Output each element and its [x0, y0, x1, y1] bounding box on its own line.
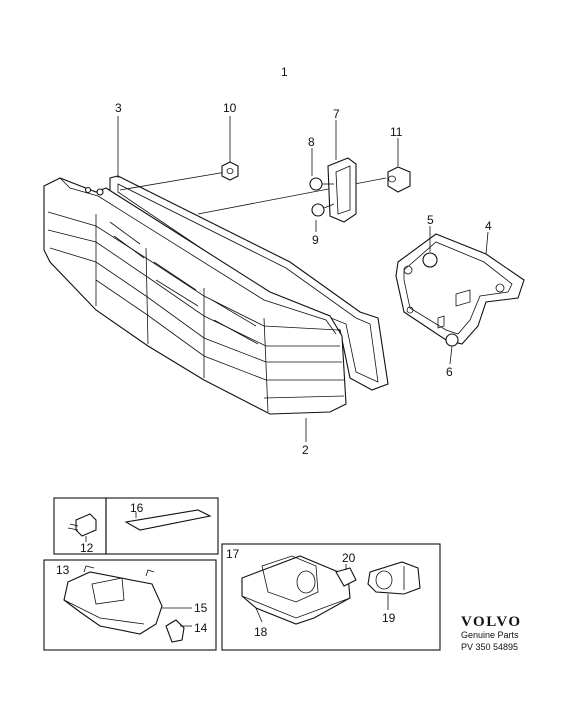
bulb-9	[311, 203, 325, 217]
callout-5: 5	[427, 213, 434, 227]
bulb-6	[445, 333, 459, 347]
callout-14: 14	[194, 621, 208, 635]
bulb-14	[165, 619, 185, 643]
brand-name: VOLVO	[461, 614, 522, 630]
bulb-holder-7	[309, 157, 357, 223]
bulb-20	[335, 567, 357, 587]
brand-code: PV 350 54895	[461, 642, 518, 652]
lamp-housing-18	[241, 555, 351, 625]
nut-11	[387, 166, 411, 193]
callout-16: 16	[130, 501, 144, 515]
bulb-holder-19	[367, 561, 421, 595]
inset-box-13	[43, 559, 217, 651]
nut-10	[221, 161, 239, 181]
callout-9: 9	[312, 233, 319, 247]
callout-7: 7	[333, 107, 340, 121]
callout-1: 1	[281, 65, 288, 79]
inset-box-17	[221, 543, 441, 651]
bulb-5	[422, 252, 438, 268]
callout-19: 19	[382, 611, 396, 625]
leader-11	[197, 177, 387, 215]
brand-tagline: Genuine Parts	[461, 630, 519, 640]
callout-3: 3	[115, 101, 122, 115]
callout-8: 8	[308, 135, 315, 149]
callout-10: 10	[223, 101, 237, 115]
callout-6: 6	[446, 365, 453, 379]
callout-12: 12	[80, 541, 94, 555]
callout-15: 15	[194, 601, 208, 615]
callout-13: 13	[56, 563, 70, 577]
callout-4: 4	[485, 219, 492, 233]
callout-18: 18	[254, 625, 268, 639]
callout-20: 20	[342, 551, 356, 565]
callout-2: 2	[302, 443, 309, 457]
inset-box-16	[105, 497, 219, 555]
screw-12	[67, 513, 97, 542]
bulb-8	[309, 177, 323, 191]
strip-16	[124, 509, 212, 531]
callout-11: 11	[390, 125, 403, 139]
number-plate-lamp-13	[63, 565, 163, 635]
bulb-holder-plate-4	[395, 233, 525, 347]
callout-17: 17	[226, 547, 240, 561]
tail-lamp-lens	[43, 175, 389, 415]
leader-10	[119, 171, 227, 191]
